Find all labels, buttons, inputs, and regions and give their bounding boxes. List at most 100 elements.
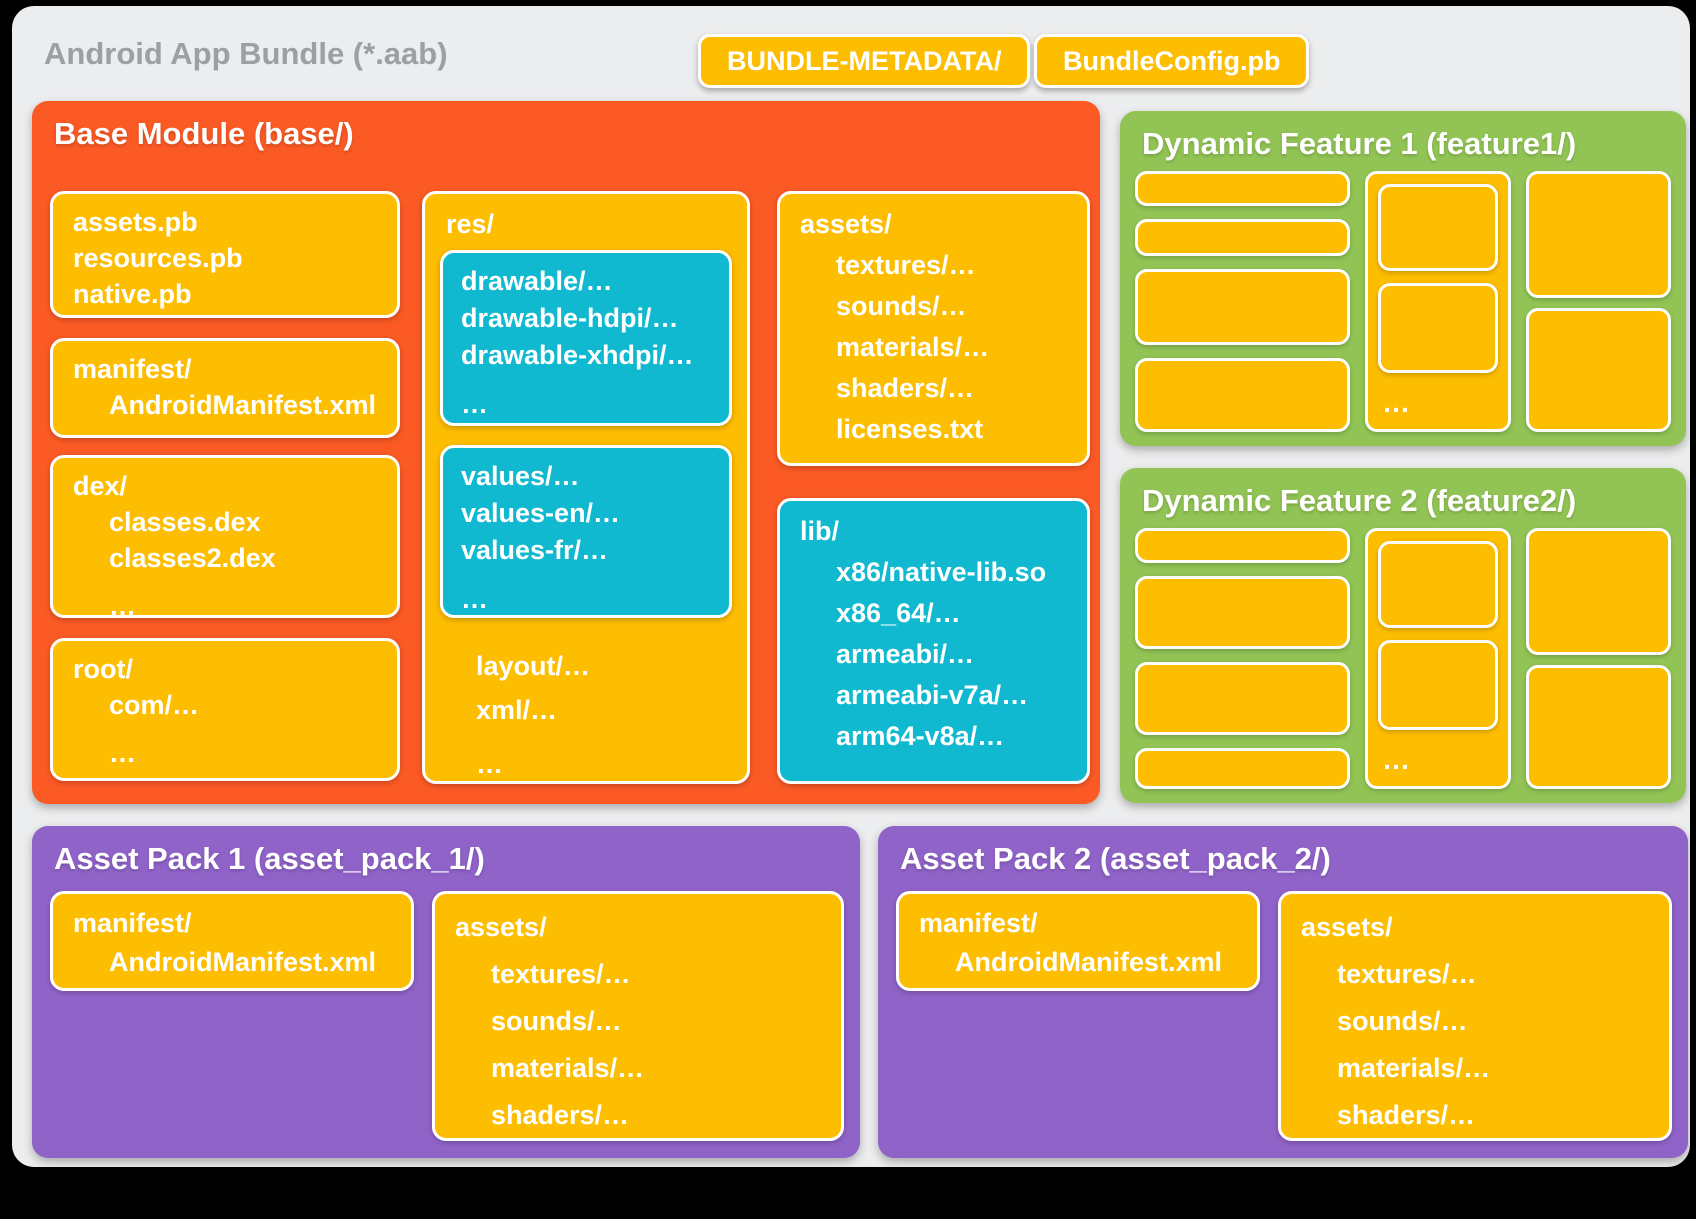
base-module-title: Base Module (base/) bbox=[54, 116, 354, 151]
folder-label: shaders/… bbox=[491, 1100, 630, 1130]
bundle-config-label: BundleConfig.pb bbox=[1063, 45, 1281, 76]
ellipsis-label: … bbox=[109, 591, 136, 621]
ellipsis-label: … bbox=[476, 749, 503, 779]
file-label: AndroidManifest.xml bbox=[955, 947, 1223, 977]
folder-label: drawable/… bbox=[461, 266, 613, 296]
folder-label: materials/… bbox=[1337, 1053, 1491, 1083]
dynamic-feature-2-content: … bbox=[1135, 528, 1671, 789]
file-label: AndroidManifest.xml bbox=[109, 947, 377, 977]
folder-label: textures/… bbox=[491, 959, 631, 989]
folder-label: values/… bbox=[461, 461, 580, 491]
folder-label: manifest/ bbox=[73, 354, 192, 384]
folder-label: shaders/… bbox=[836, 373, 975, 403]
folder-label: sounds/… bbox=[1337, 1006, 1468, 1036]
dex-box: dex/ classes.dex classes2.dex … bbox=[50, 455, 400, 621]
mini-container-box: … bbox=[1365, 171, 1511, 432]
mini-box bbox=[1135, 269, 1350, 345]
page-title: Android App Bundle (*.aab) bbox=[44, 36, 448, 71]
bundle-metadata-label: BUNDLE-METADATA/ bbox=[727, 45, 1002, 76]
mini-box bbox=[1135, 662, 1350, 735]
mini-box-column bbox=[1135, 171, 1350, 432]
mini-box-column bbox=[1526, 171, 1671, 432]
mini-box bbox=[1526, 528, 1671, 655]
folder-label: drawable-xhdpi/… bbox=[461, 340, 694, 370]
mini-box bbox=[1378, 541, 1498, 628]
folder-label: root/ bbox=[73, 654, 133, 684]
folder-label: assets/ bbox=[455, 912, 547, 942]
assets-box: assets/ textures/… sounds/… materials/… … bbox=[1278, 891, 1672, 1141]
file-label: classes.dex bbox=[109, 507, 261, 537]
root-box: root/ com/… … bbox=[50, 638, 400, 781]
folder-label: sounds/… bbox=[491, 1006, 622, 1036]
base-column-2: res/ drawable/… drawable-hdpi/… drawable… bbox=[422, 191, 750, 784]
manifest-box: manifest/ AndroidManifest.xml bbox=[896, 891, 1260, 991]
asset-pack-1-panel: Asset Pack 1 (asset_pack_1/) manifest/ A… bbox=[32, 826, 860, 1158]
file-label: licenses.txt bbox=[836, 414, 984, 444]
file-label: resources.pb bbox=[73, 243, 243, 273]
mini-box bbox=[1378, 184, 1498, 271]
mini-box bbox=[1526, 308, 1671, 432]
folder-label: armeabi/… bbox=[836, 639, 975, 669]
manifest-box: manifest/ AndroidManifest.xml bbox=[50, 338, 400, 438]
res-box: res/ drawable/… drawable-hdpi/… drawable… bbox=[422, 191, 750, 784]
folder-label: materials/… bbox=[491, 1053, 645, 1083]
folder-label: values-en/… bbox=[461, 498, 621, 528]
base-column-3: assets/ textures/… sounds/… materials/… … bbox=[777, 191, 1090, 784]
folder-label: arm64-v8a/… bbox=[836, 721, 1005, 751]
mini-box bbox=[1135, 171, 1350, 206]
file-label: assets.pb bbox=[73, 207, 198, 237]
folder-label: shaders/… bbox=[1337, 1100, 1476, 1130]
file-label: x86/native-lib.so bbox=[836, 557, 1047, 587]
ellipsis-label: … bbox=[461, 584, 488, 614]
folder-label: res/ bbox=[446, 209, 495, 239]
mini-box bbox=[1378, 283, 1498, 373]
dynamic-feature-1-title: Dynamic Feature 1 (feature1/) bbox=[1142, 126, 1577, 161]
file-label: AndroidManifest.xml bbox=[109, 390, 377, 420]
asset-pack-2-title: Asset Pack 2 (asset_pack_2/) bbox=[900, 841, 1331, 876]
mini-box bbox=[1135, 358, 1350, 432]
asset-pack-2-panel: Asset Pack 2 (asset_pack_2/) manifest/ A… bbox=[878, 826, 1688, 1158]
assets-box: assets/ textures/… sounds/… materials/… … bbox=[777, 191, 1090, 466]
base-module-panel: Base Module (base/) assets.pb resources.… bbox=[32, 101, 1100, 804]
mini-box-column bbox=[1135, 528, 1350, 789]
folder-label: armeabi-v7a/… bbox=[836, 680, 1029, 710]
diagram-canvas: Android App Bundle (*.aab) BUNDLE-METADA… bbox=[12, 6, 1690, 1167]
folder-label: manifest/ bbox=[919, 908, 1038, 938]
bundle-config-badge: BundleConfig.pb bbox=[1034, 34, 1310, 88]
folder-label: x86_64/… bbox=[836, 598, 961, 628]
folder-label: materials/… bbox=[836, 332, 990, 362]
manifest-box: manifest/ AndroidManifest.xml bbox=[50, 891, 414, 991]
mini-container-box: … bbox=[1365, 528, 1511, 789]
folder-label: textures/… bbox=[836, 250, 976, 280]
mini-box bbox=[1526, 665, 1671, 789]
dynamic-feature-2-panel: Dynamic Feature 2 (feature2/) … bbox=[1120, 468, 1686, 803]
values-box: values/… values-en/… values-fr/… … bbox=[440, 445, 732, 618]
mini-box-column bbox=[1526, 528, 1671, 789]
folder-label: xml/… bbox=[476, 695, 558, 725]
mini-box bbox=[1378, 640, 1498, 730]
ellipsis-label: … bbox=[1382, 744, 1410, 775]
folder-label: values-fr/… bbox=[461, 535, 609, 565]
folder-label: textures/… bbox=[1337, 959, 1477, 989]
file-label: classes2.dex bbox=[109, 543, 276, 573]
folder-label: dex/ bbox=[73, 471, 128, 501]
mini-box bbox=[1135, 528, 1350, 563]
asset-pack-1-title: Asset Pack 1 (asset_pack_1/) bbox=[54, 841, 485, 876]
drawable-box: drawable/… drawable-hdpi/… drawable-xhdp… bbox=[440, 250, 732, 426]
mini-box bbox=[1135, 219, 1350, 256]
base-column-1: assets.pb resources.pb native.pb manifes… bbox=[50, 191, 400, 781]
assets-box: assets/ textures/… sounds/… materials/… … bbox=[432, 891, 844, 1141]
protobuf-files-box: assets.pb resources.pb native.pb bbox=[50, 191, 400, 318]
ellipsis-label: … bbox=[1382, 387, 1410, 418]
dynamic-feature-1-panel: Dynamic Feature 1 (feature1/) … bbox=[1120, 111, 1686, 446]
folder-label: sounds/… bbox=[836, 291, 967, 321]
mini-box bbox=[1526, 171, 1671, 298]
file-label: native.pb bbox=[73, 279, 192, 309]
mini-box bbox=[1135, 748, 1350, 789]
ellipsis-label: … bbox=[461, 389, 488, 419]
dynamic-feature-2-title: Dynamic Feature 2 (feature2/) bbox=[1142, 483, 1577, 518]
ellipsis-label: … bbox=[109, 738, 136, 768]
folder-label: lib/ bbox=[800, 516, 839, 546]
mini-box bbox=[1135, 576, 1350, 649]
lib-box: lib/ x86/native-lib.so x86_64/… armeabi/… bbox=[777, 498, 1090, 784]
